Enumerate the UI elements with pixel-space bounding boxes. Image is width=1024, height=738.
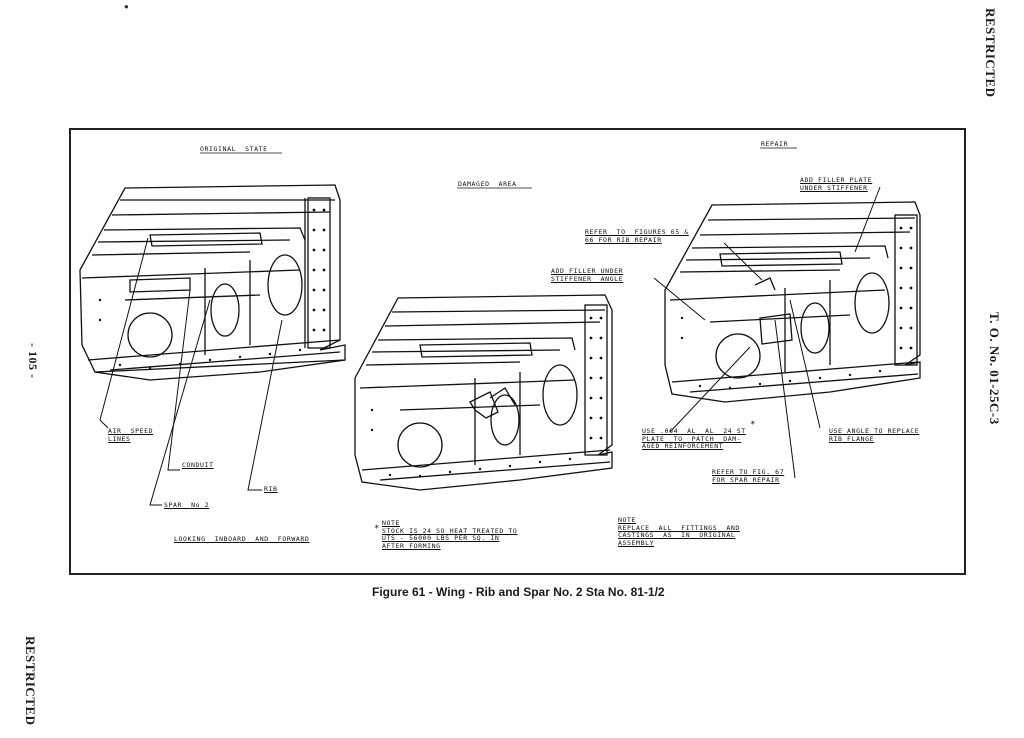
figure-frame	[69, 128, 966, 575]
air-speed-lines-label: AIR SPEED LINES	[108, 427, 154, 443]
damaged-area-title: DAMAGED AREA	[458, 180, 517, 188]
rib-label: RIB	[264, 485, 278, 493]
use-064-asterisk: *	[750, 420, 757, 430]
repair-title: REPAIR	[761, 140, 789, 148]
use-064-plate-label: USE .064 AL AL 24 ST PLATE TO PATCH DAM-…	[642, 427, 746, 450]
use-angle-label: USE ANGLE TO REPLACE RIB FLANGE	[829, 427, 920, 443]
scan-speck: ●	[124, 2, 129, 11]
repair-drawing	[664, 201, 921, 403]
figure-caption: Figure 61 - Wing - Rib and Spar No. 2 St…	[372, 585, 665, 599]
original-state-drawing	[79, 184, 346, 381]
spar-no2-label: SPAR No 2	[164, 501, 210, 509]
rivets-left	[98, 208, 326, 370]
note-heat-treatment: NOTE STOCK IS 24 SO HEAT TREATED TO UTS …	[382, 519, 518, 550]
add-filler-angle-label: ADD FILLER UNDER STIFFENER ANGLE	[551, 267, 624, 283]
damaged-area-drawing	[354, 294, 613, 491]
original-state-title: ORIGINAL STATE	[200, 145, 268, 153]
looking-inboard-label: LOOKING INBOARD AND FORWARD	[174, 535, 310, 543]
add-filler-plate-label: ADD FILLER PLATE UNDER STIFFENER	[800, 176, 873, 192]
note-asterisk: *	[374, 524, 381, 534]
refer-fig-65-label: REFER TO FIGURES 65 & 66 FOR RIB REPAIR	[585, 228, 689, 244]
rivets-middle	[370, 316, 603, 478]
note-replace-fittings: NOTE REPLACE ALL FITTINGS AND CASTINGS A…	[618, 516, 740, 547]
conduit-label: CONDUIT	[182, 461, 214, 469]
refer-fig-67-label: REFER TO FIG. 67 FOR SPAR REPAIR	[712, 468, 785, 484]
rivets-right	[680, 226, 913, 390]
